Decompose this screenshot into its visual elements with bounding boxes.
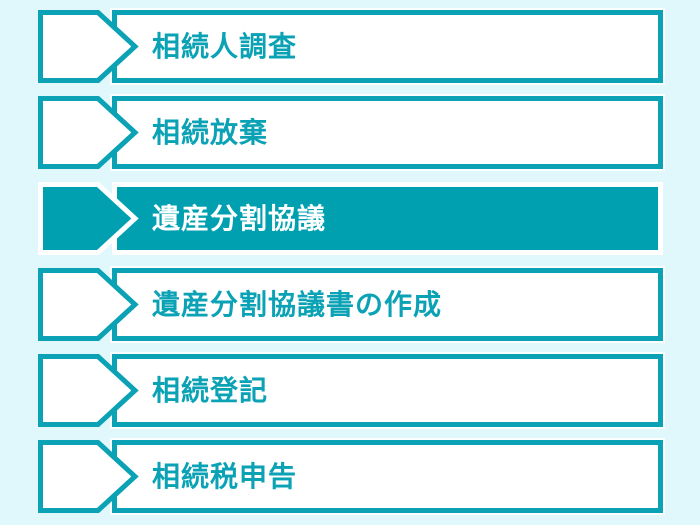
- step-row-1: 相続人調査: [0, 10, 700, 83]
- step-label: 相続登記: [152, 373, 269, 407]
- chevron-arrow-icon: [38, 96, 139, 169]
- step-row-4: 遺産分割協議書の作成: [0, 268, 700, 341]
- step-label: 遺産分割協議書の作成: [152, 287, 443, 321]
- step-banner: 遺産分割協議書の作成: [112, 268, 663, 341]
- chevron-arrow-icon: [38, 354, 139, 427]
- chevron-arrow-icon: [38, 268, 139, 341]
- step-banner: 遺産分割協議: [112, 182, 663, 255]
- step-row-2: 相続放棄: [0, 96, 700, 169]
- step-row-3: 遺産分割協議: [0, 182, 700, 255]
- step-row-6: 相続税申告: [0, 440, 700, 513]
- step-label: 相続人調査: [152, 29, 298, 63]
- chevron-arrow-icon: [38, 182, 139, 255]
- chevron-arrow-icon: [38, 10, 139, 83]
- step-banner: 相続放棄: [112, 96, 663, 169]
- step-label: 相続放棄: [152, 115, 269, 149]
- step-banner: 相続人調査: [112, 10, 663, 83]
- step-label: 遺産分割協議: [152, 201, 327, 235]
- step-label: 相続税申告: [152, 459, 298, 493]
- inheritance-steps-flow: 相続人調査 相続放棄 遺産分割協議 遺産分割協議書の作成 相続登記: [0, 10, 700, 513]
- step-banner: 相続税申告: [112, 440, 663, 513]
- chevron-arrow-icon: [38, 440, 139, 513]
- step-banner: 相続登記: [112, 354, 663, 427]
- step-row-5: 相続登記: [0, 354, 700, 427]
